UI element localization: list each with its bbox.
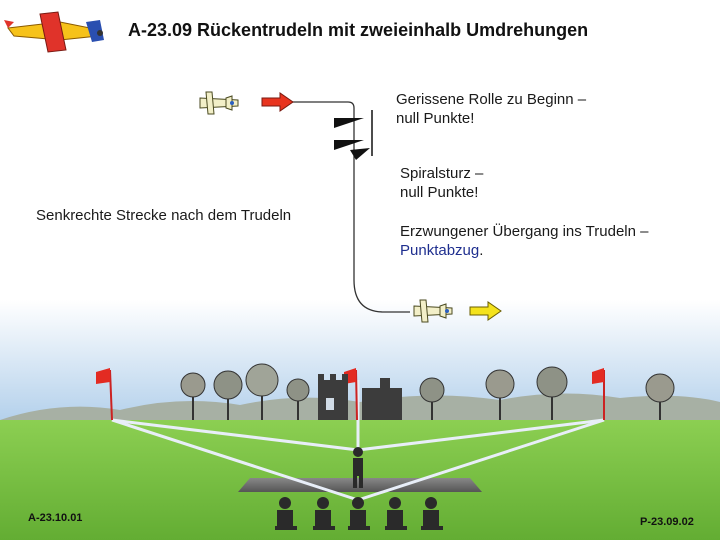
snap-roll-note-line1: Gerissene Rolle zu Beginn –: [396, 90, 586, 109]
prev-slide-ref[interactable]: A-23.10.01: [28, 512, 82, 524]
entry-plane: [200, 92, 238, 114]
forced-entry-note: Erzwungener Übergang ins Trudeln – Punkt…: [400, 222, 648, 260]
aerobatic-plane-logo: [4, 12, 104, 52]
entry-arrow: [262, 93, 293, 111]
page-ref: P-23.09.02: [640, 516, 694, 528]
penalty-period: .: [479, 242, 483, 259]
snap-roll-note-line2: null Punkte!: [396, 109, 586, 128]
spiral-note-line2: null Punkte!: [400, 183, 483, 202]
flight-path: [290, 102, 410, 312]
spin-markers: [334, 110, 372, 160]
forced-entry-note-line2: Punktabzug.: [400, 241, 648, 260]
vertical-line-note: Senkrechte Strecke nach dem Trudeln: [36, 206, 291, 225]
snap-roll-note: Gerissene Rolle zu Beginn – null Punkte!: [396, 90, 586, 128]
forced-entry-note-line1: Erzwungener Übergang ins Trudeln –: [400, 222, 648, 241]
spiral-note-line1: Spiralsturz –: [400, 164, 483, 183]
spiral-note: Spiralsturz – null Punkte!: [400, 164, 483, 202]
page-title: A-23.09 Rückentrudeln mit zweieinhalb Um…: [128, 20, 588, 41]
penalty-word: Punktabzug: [400, 242, 479, 259]
